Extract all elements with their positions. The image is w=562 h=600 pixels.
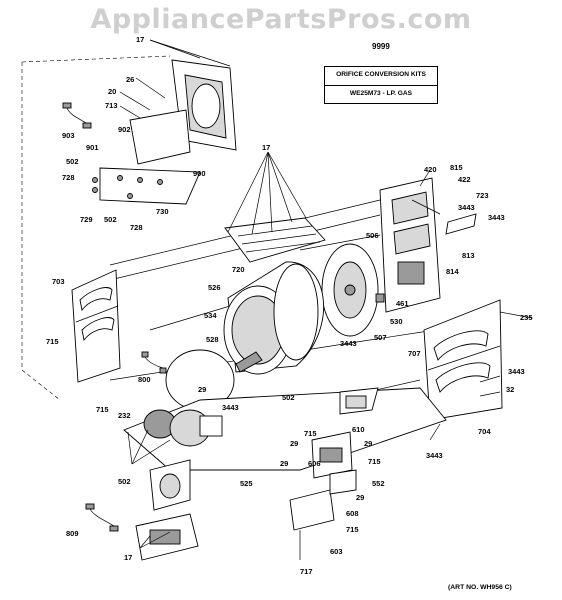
kit-table-divider bbox=[325, 85, 437, 86]
callout: 507 bbox=[374, 333, 387, 342]
kit-number: 9999 bbox=[372, 42, 390, 51]
callout: 813 bbox=[462, 251, 475, 260]
harness-903 bbox=[62, 102, 92, 129]
callout-labels: 17 26 20 713 903 902 901 502 728 900 729… bbox=[46, 35, 533, 576]
callout: 26 bbox=[126, 75, 134, 84]
callout: 715 bbox=[46, 337, 59, 346]
base-frame bbox=[123, 387, 447, 471]
callout: 704 bbox=[478, 427, 491, 436]
callout: 901 bbox=[86, 143, 99, 152]
callout: 32 bbox=[506, 385, 514, 394]
callout: 235 bbox=[520, 313, 533, 322]
callout: 29 bbox=[280, 459, 288, 468]
side-panel-left bbox=[71, 269, 121, 383]
callout: 814 bbox=[446, 267, 459, 276]
callout: 502 bbox=[118, 477, 131, 486]
callout: 720 bbox=[232, 265, 245, 274]
callout: 506 bbox=[366, 231, 379, 240]
callout: 707 bbox=[408, 349, 421, 358]
callout: 17 bbox=[262, 143, 270, 152]
callout: 534 bbox=[204, 311, 217, 320]
harness-809 bbox=[85, 503, 119, 532]
callout: 502 bbox=[282, 393, 295, 402]
kit-table: ORIFICE CONVERSION KITS WE25M73 - LP. GA… bbox=[324, 66, 438, 104]
callout: 3443 bbox=[488, 213, 505, 222]
callout: 715 bbox=[304, 429, 317, 438]
rear-bulkhead bbox=[321, 243, 385, 337]
callout: 29 bbox=[364, 439, 372, 448]
callout: 815 bbox=[450, 163, 463, 172]
kit-table-row: WE25M73 - LP. GAS bbox=[349, 90, 413, 97]
callout: 3443 bbox=[340, 339, 357, 348]
leader-lines bbox=[119, 39, 533, 560]
callout: 502 bbox=[66, 157, 79, 166]
callout: 713 bbox=[105, 101, 118, 110]
callout: 610 bbox=[352, 425, 365, 434]
rear-panel-420 bbox=[379, 177, 477, 313]
motor-blower bbox=[143, 409, 223, 447]
callout: 420 bbox=[424, 165, 437, 174]
callout: 703 bbox=[52, 277, 65, 286]
callout: 461 bbox=[396, 299, 409, 308]
kit-table-title: ORIFICE CONVERSION KITS bbox=[336, 71, 426, 78]
callout: 606 bbox=[308, 459, 321, 468]
callout: 723 bbox=[476, 191, 489, 200]
callout: 502 bbox=[104, 215, 117, 224]
callout: 715 bbox=[368, 457, 381, 466]
callout: 902 bbox=[118, 125, 131, 134]
top-panel-720 bbox=[224, 217, 326, 263]
drum-526 bbox=[223, 261, 325, 375]
callout: 809 bbox=[66, 529, 79, 538]
callout: 20 bbox=[108, 87, 116, 96]
callout: 422 bbox=[458, 175, 471, 184]
callout: 29 bbox=[198, 385, 206, 394]
callout: 728 bbox=[130, 223, 143, 232]
side-panel-right bbox=[423, 299, 503, 421]
callout: 730 bbox=[156, 207, 169, 216]
front-panel-assembly bbox=[129, 59, 237, 165]
callout: 3443 bbox=[426, 451, 443, 460]
cabinet-outline bbox=[21, 55, 171, 401]
harness-800 bbox=[141, 351, 167, 374]
callout: 3443 bbox=[222, 403, 239, 412]
bottom-control-box bbox=[135, 513, 199, 561]
watermark: AppliancePartsPros.com bbox=[90, 4, 472, 35]
callout: 29 bbox=[290, 439, 298, 448]
callout: 3443 bbox=[508, 367, 525, 376]
callout: 17 bbox=[124, 553, 132, 562]
callout: 525 bbox=[240, 479, 253, 488]
callout: 526 bbox=[208, 283, 221, 292]
callout: 729 bbox=[80, 215, 93, 224]
callout: 530 bbox=[390, 317, 403, 326]
callout: 728 bbox=[62, 173, 75, 182]
callout: 29 bbox=[356, 493, 364, 502]
art-number: (ART NO. WH956 C) bbox=[448, 584, 512, 591]
callout: 552 bbox=[372, 479, 385, 488]
callout: 717 bbox=[300, 567, 313, 576]
callout: 608 bbox=[346, 509, 359, 518]
callout: 528 bbox=[206, 335, 219, 344]
callout: 900 bbox=[193, 169, 206, 178]
callout: 715 bbox=[96, 405, 109, 414]
callout: 715 bbox=[346, 525, 359, 534]
callout: 3443 bbox=[458, 203, 475, 212]
bracket-strip bbox=[92, 167, 201, 205]
callout: 17 bbox=[136, 35, 144, 44]
callout: 603 bbox=[330, 547, 343, 556]
callout: 800 bbox=[138, 375, 151, 384]
callout: 232 bbox=[118, 411, 131, 420]
callout: 903 bbox=[62, 131, 75, 140]
gas-valve-assembly bbox=[149, 431, 357, 531]
